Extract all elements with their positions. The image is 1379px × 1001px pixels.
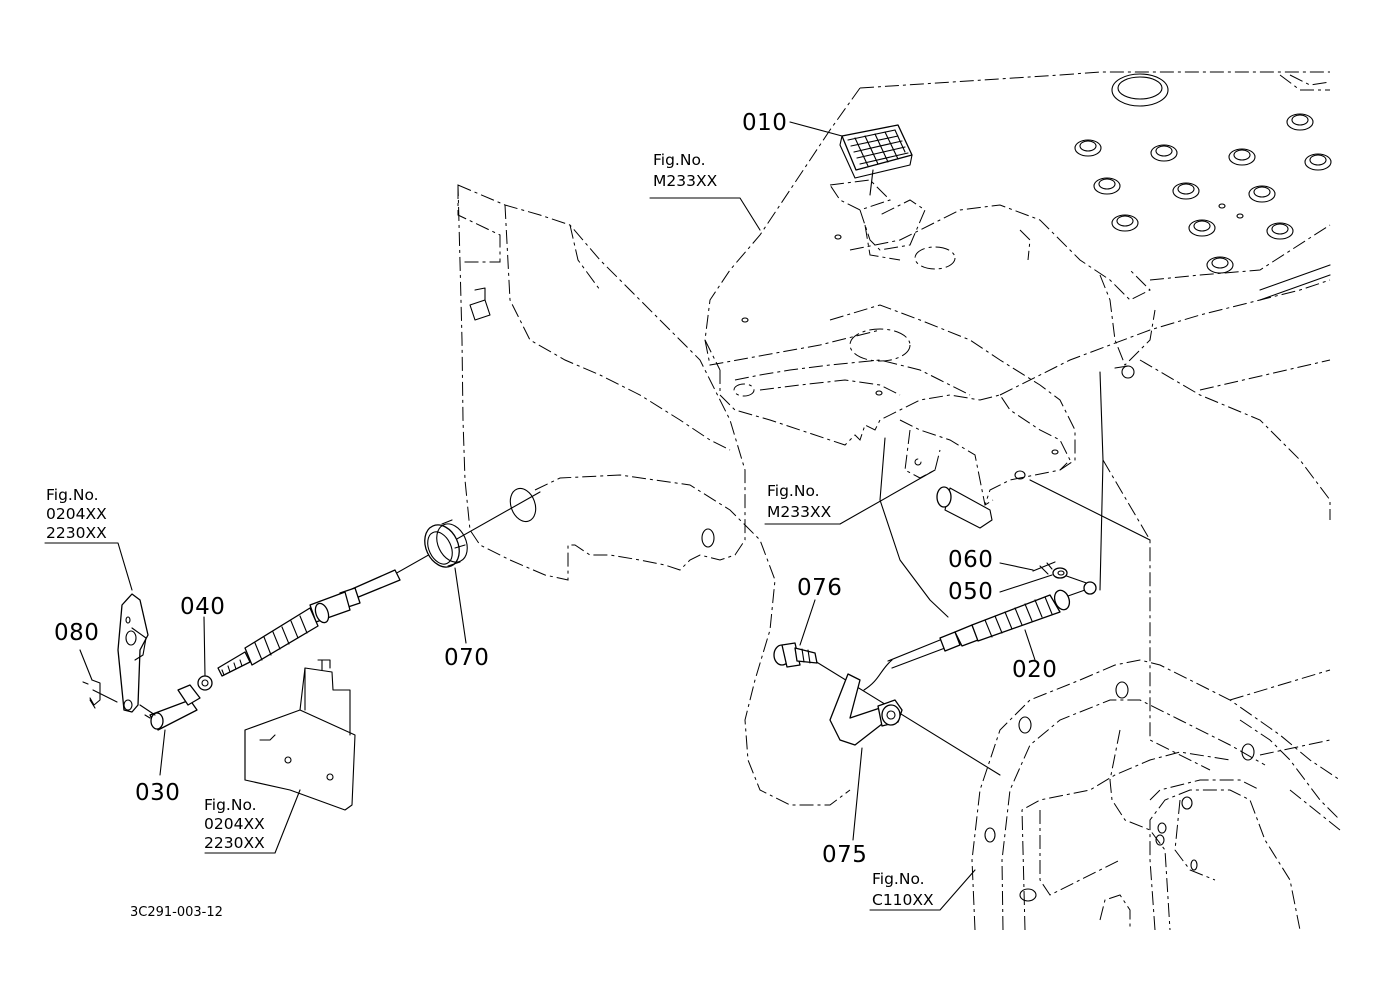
callout-070: 070 (444, 645, 489, 671)
fig-ref-heading: Fig.No. (767, 482, 820, 500)
fig-ref-mid[interactable]: Fig.No. M233XX (764, 482, 841, 525)
callout-030: 030 (135, 780, 180, 806)
top-plate-phantom (1059, 71, 1332, 520)
grommet-group (1074, 73, 1332, 274)
part-070-grommet (424, 519, 468, 568)
fig-ref-top[interactable]: Fig.No. M233XX (653, 151, 718, 190)
callout-010: 010 (742, 110, 787, 136)
figure-references: Fig.No. 0204XX 2230XX Fig.No. 0204XX 223… (46, 151, 934, 909)
fig-ref-left-top[interactable]: Fig.No. 0204XX 2230XX (46, 486, 107, 542)
fig-ref-line: 2230XX (204, 834, 265, 852)
floor-step-phantom (704, 74, 1331, 506)
transmission-case-phantom (971, 659, 1341, 931)
part-030-rod-end (144, 684, 201, 731)
fig-ref-bottom-right[interactable]: Fig.No. C110XX (872, 870, 934, 909)
fig-ref-line: M233XX (767, 503, 832, 521)
part-040-nut (197, 675, 213, 691)
part-060-clip (1032, 561, 1056, 575)
callout-020: 020 (1012, 657, 1057, 683)
leader-lines (44, 121, 1053, 911)
callout-060: 060 (948, 547, 993, 573)
left-bracket-plate (117, 593, 156, 716)
left-lower-bracket (244, 659, 356, 811)
callout-076: 076 (797, 575, 842, 601)
part-080-clip (82, 679, 118, 709)
fig-ref-line: M233XX (653, 172, 718, 190)
callout-050: 050 (948, 579, 993, 605)
fig-ref-left-bottom[interactable]: Fig.No. 0204XX 2230XX (204, 796, 265, 852)
left-cable-assembly (217, 569, 401, 677)
fig-ref-heading: Fig.No. (872, 870, 925, 888)
part-050-washer (1052, 567, 1068, 579)
part-075-bracket (829, 659, 903, 746)
callout-040: 040 (180, 594, 225, 620)
drawing-code: 3C291-003-12 (130, 905, 223, 920)
fig-ref-heading: Fig.No. (46, 486, 99, 504)
fig-ref-line: 2230XX (46, 524, 107, 542)
fig-ref-heading: Fig.No. (653, 151, 706, 169)
fender-panel-phantom (457, 184, 851, 806)
fig-ref-heading: Fig.No. (204, 796, 257, 814)
fig-ref-line: C110XX (872, 891, 934, 909)
fig-ref-line: 0204XX (204, 815, 265, 833)
part-010-pedal-pad (829, 124, 926, 261)
callout-080: 080 (54, 620, 99, 646)
part-076-bolt (773, 642, 818, 668)
callout-075: 075 (822, 842, 867, 868)
assembly-axis-lines (371, 371, 1211, 776)
part-020-cable (887, 486, 1097, 669)
fig-ref-line: 0204XX (46, 505, 107, 523)
part-callout-labels: 010 020 030 040 050 060 070 075 076 080 (54, 110, 1057, 868)
